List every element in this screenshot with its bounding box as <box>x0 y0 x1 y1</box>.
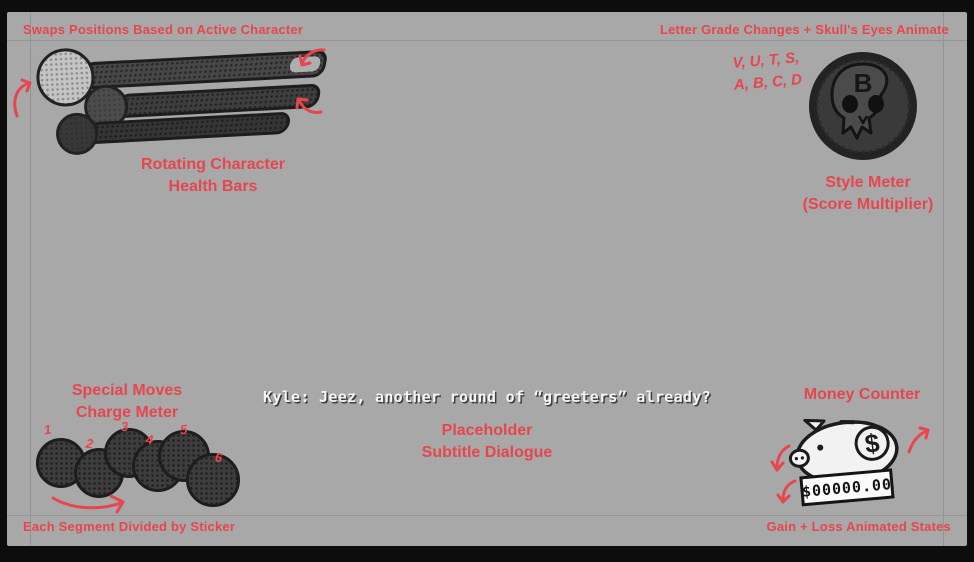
arrow-icon <box>13 78 32 118</box>
arrow-icon <box>295 97 323 114</box>
health-bars-label: Rotating Character Health Bars <box>140 156 286 195</box>
style-meter-label: Style Meter (Score Multiplier) <box>802 174 934 213</box>
grade-letters-note: V, U, T, S, A, B, C, D <box>732 49 803 94</box>
subtitle-label: Placeholder Subtitle Dialogue <box>421 422 553 461</box>
money-counter-label: Money Counter <box>803 386 921 403</box>
guide-line-right <box>943 12 944 546</box>
annotation-bottom-left: Each Segment Divided by Sticker <box>23 519 236 534</box>
coin-dollar-symbol: $ <box>863 427 882 459</box>
arrow-icon <box>907 426 930 454</box>
skull-icon: B <box>809 52 917 160</box>
guide-line-bottom <box>7 515 967 516</box>
charge-segment-6 <box>186 453 240 507</box>
guide-line-top <box>7 40 967 41</box>
annotation-bottom-right: Gain + Loss Animated States <box>766 519 951 534</box>
health-bars-group <box>17 40 337 172</box>
current-grade-letter: B <box>854 68 873 98</box>
guide-line-left <box>30 12 31 546</box>
arrow-icon <box>298 48 326 67</box>
money-counter-widget: $ $00000.00 <box>786 410 916 510</box>
annotation-top-right: Letter Grade Changes + Skull's Eyes Anim… <box>659 22 949 37</box>
arrow-icon <box>776 479 797 504</box>
health-bar-1 <box>77 49 329 90</box>
health-bar-2 <box>113 83 323 119</box>
annotation-top-left: Swaps Positions Based on Active Characte… <box>23 22 304 37</box>
arrow-icon <box>770 444 791 472</box>
arrow-icon <box>51 494 125 514</box>
piggy-bank-icon: $ $00000.00 <box>788 418 899 507</box>
charge-meter-label: Special Moves Charge Meter <box>71 382 183 421</box>
style-meter-emblem: B <box>807 48 919 164</box>
game-screen: Swaps Positions Based on Active Characte… <box>7 12 967 546</box>
subtitle-dialogue: Kyle: Jeez, another round of “greeters” … <box>263 388 711 406</box>
